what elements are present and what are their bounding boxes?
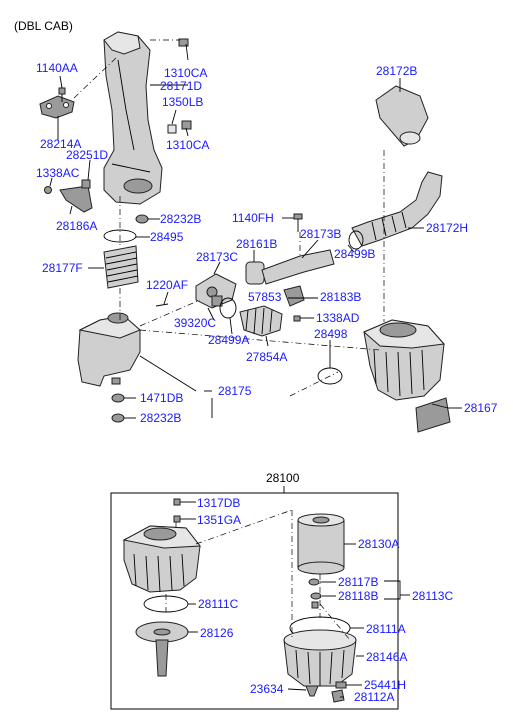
label-1220AF: 1220AF xyxy=(146,278,188,292)
label-28173C: 28173C xyxy=(196,250,238,264)
label-28232B: 28232B xyxy=(160,212,201,226)
grommet-illustration xyxy=(308,578,320,586)
label-25441H: 25441H xyxy=(364,678,406,692)
bracket-illustration xyxy=(415,397,451,433)
fastener-illustration xyxy=(81,179,91,189)
bolt-illustration xyxy=(293,213,303,220)
guide-lines xyxy=(73,39,385,397)
resonator-illustration xyxy=(77,312,141,387)
label-28172H: 28172H xyxy=(426,221,468,235)
label-28171D: 28171D xyxy=(160,79,202,93)
label-28499A: 28499A xyxy=(208,333,249,347)
label-28495: 28495 xyxy=(150,230,184,244)
label-28126: 28126 xyxy=(200,626,234,640)
nut-illustration xyxy=(181,120,192,130)
label-1310CA: 1310CA xyxy=(164,66,207,80)
label-28172B: 28172B xyxy=(376,64,417,78)
variant-label: (DBL CAB) xyxy=(14,19,73,33)
label-28232B: 28232B xyxy=(140,411,181,425)
bellows-hose-illustration xyxy=(103,245,139,289)
label-28100: 28100 xyxy=(266,471,300,485)
label-27854A: 27854A xyxy=(246,350,287,364)
label-1310CA: 1310CA xyxy=(166,138,209,152)
label-28146A: 28146A xyxy=(366,650,407,664)
label-1140FH: 1140FH xyxy=(232,211,274,225)
label-28499B: 28499B xyxy=(334,247,375,261)
inlet-duct-illustration xyxy=(375,85,429,147)
inlet-hose-illustration xyxy=(351,171,443,247)
bolt-illustration xyxy=(173,498,181,506)
label-1338AD: 1338AD xyxy=(316,311,360,325)
label-28186A: 28186A xyxy=(56,219,97,233)
label-28251D: 28251D xyxy=(66,148,108,162)
callout-lines xyxy=(180,501,410,698)
label-1350LB: 1350LB xyxy=(162,95,203,109)
upper-housing-illustration xyxy=(122,525,201,593)
label-28214A: 28214A xyxy=(40,137,81,151)
clip-illustration xyxy=(44,185,93,213)
grommet-illustration xyxy=(135,214,149,224)
label-28118B: 28118B xyxy=(338,589,378,603)
clamp-illustration xyxy=(219,297,237,319)
screw-illustration xyxy=(155,303,169,307)
label-28175: 28175 xyxy=(218,384,252,398)
label-28111C: 28111C xyxy=(198,597,239,611)
filter-element-illustration xyxy=(297,513,345,575)
label-28111A: 28111A xyxy=(366,622,406,636)
grommet-illustration xyxy=(111,393,125,403)
label-28161B: 28161B xyxy=(236,237,277,251)
label-28173B: 28173B xyxy=(300,227,341,241)
label-1338AC: 1338AC xyxy=(36,166,80,180)
coupling-illustration xyxy=(245,261,265,285)
fastener-illustration xyxy=(293,315,301,322)
label-28117B: 28117B xyxy=(338,575,378,589)
clip-illustration xyxy=(283,285,305,307)
clip-illustration xyxy=(335,681,347,689)
label-1317DB: 1317DB xyxy=(197,496,240,510)
assembly-frame xyxy=(110,492,399,710)
bracket-illustration xyxy=(39,95,75,119)
grommet-illustration xyxy=(310,592,322,600)
label-28177F: 28177F xyxy=(42,261,83,275)
callout-lines xyxy=(49,43,462,419)
corrugated-hose-illustration xyxy=(239,305,283,337)
label-39320C: 39320C xyxy=(174,316,216,330)
air-cleaner-illustration xyxy=(363,319,446,401)
clip-illustration xyxy=(331,689,345,703)
label-28130A: 28130A xyxy=(358,537,399,551)
label-1471DB: 1471DB xyxy=(140,391,183,405)
label-28112A: 28112A xyxy=(354,690,394,704)
label-1140AA: 1140AA xyxy=(36,61,78,75)
grommet-illustration xyxy=(173,515,181,523)
elbow-illustration xyxy=(195,273,237,309)
label-23634: 23634 xyxy=(250,682,284,696)
label-28167: 28167 xyxy=(464,401,498,415)
grommet-illustration xyxy=(111,413,125,423)
label-57853: 57853 xyxy=(248,290,282,304)
guide-lines xyxy=(165,509,351,641)
nut-illustration xyxy=(178,38,189,47)
label-1351GA: 1351GA xyxy=(197,513,241,527)
clip-illustration xyxy=(311,601,319,609)
label-28183B: 28183B xyxy=(320,290,361,304)
bracket-illustration xyxy=(135,621,189,677)
air-duct-illustration xyxy=(103,31,163,205)
grommet-illustration xyxy=(167,124,177,134)
pipe-illustration xyxy=(261,249,335,285)
clamp-illustration xyxy=(348,230,364,250)
lower-housing-illustration xyxy=(283,629,357,687)
clamp-illustration xyxy=(103,229,137,243)
drain-valve-illustration xyxy=(305,685,319,697)
label-28498: 28498 xyxy=(314,327,348,341)
label-28113C: 28113C xyxy=(412,589,453,603)
